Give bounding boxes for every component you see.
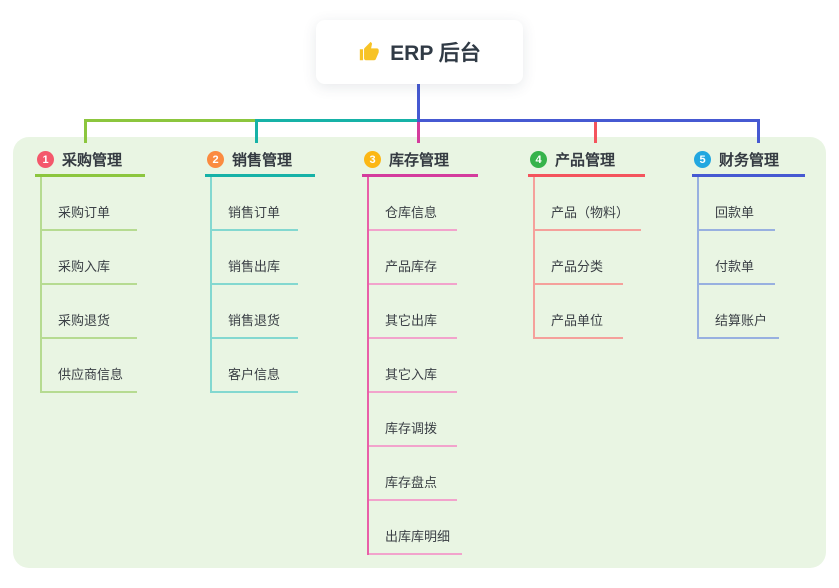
child-node-label: 产品单位 — [551, 313, 604, 328]
child-node[interactable]: 库存盘点 — [369, 447, 457, 501]
child-node[interactable]: 销售退货 — [212, 285, 298, 339]
thumbs-up-icon — [358, 41, 380, 63]
child-node-label: 其它出库 — [385, 313, 438, 328]
branch-label: 销售管理 — [232, 152, 293, 169]
child-node-label: 销售退货 — [228, 313, 281, 328]
child-node-label: 出库库明细 — [385, 529, 451, 544]
child-node[interactable]: 仓库信息 — [369, 177, 457, 231]
branch-node[interactable]: 3 库存管理 — [362, 145, 478, 177]
branch-children: 产品（物料） 产品分类产品单位 — [533, 177, 645, 339]
branch-children: 仓库信息产品库存其它出库其它入库库存调拨库存盘点出库库明细 — [367, 177, 478, 555]
branch-number-badge: 5 — [694, 151, 711, 168]
child-node-label: 产品分类 — [551, 259, 604, 274]
child-node-label: 客户信息 — [228, 367, 281, 382]
branch-children: 采购订单采购入库采购退货供应商信息 — [40, 177, 145, 393]
branch-node[interactable]: 1 采购管理 — [35, 145, 145, 177]
child-node[interactable]: 产品单位 — [535, 285, 623, 339]
top-rail-blue — [417, 119, 760, 122]
child-node-label: 付款单 — [715, 259, 755, 274]
child-node[interactable]: 销售出库 — [212, 231, 298, 285]
branch-销售管理: 2 销售管理 销售订单销售出库销售退货客户信息 — [205, 145, 315, 393]
branch-产品管理: 4 产品管理 产品（物料） 产品分类产品单位 — [528, 145, 645, 339]
child-node-label: 采购入库 — [58, 259, 111, 274]
branch-财务管理: 5 财务管理 回款单付款单结算账户 — [692, 145, 805, 339]
root-node-label: ERP 后台 — [390, 42, 481, 65]
top-rail-green — [84, 119, 258, 122]
child-node-label: 库存调拨 — [385, 421, 438, 436]
child-node[interactable]: 其它入库 — [369, 339, 457, 393]
child-node[interactable]: 采购入库 — [42, 231, 137, 285]
child-node[interactable]: 产品分类 — [535, 231, 623, 285]
drop-line-branch-3 — [417, 122, 420, 143]
root-node-erp[interactable]: ERP 后台 — [316, 20, 523, 84]
child-node[interactable]: 客户信息 — [212, 339, 298, 393]
branch-children: 销售订单销售出库销售退货客户信息 — [210, 177, 315, 393]
drop-line-branch-4 — [594, 122, 597, 143]
branch-number-badge: 3 — [364, 151, 381, 168]
child-node[interactable]: 结算账户 — [699, 285, 780, 339]
drop-line-branch-1 — [84, 119, 87, 143]
child-node[interactable]: 采购订单 — [42, 177, 137, 231]
branch-采购管理: 1 采购管理 采购订单采购入库采购退货供应商信息 — [35, 145, 145, 393]
branch-label: 财务管理 — [719, 152, 780, 169]
child-node[interactable]: 付款单 — [699, 231, 775, 285]
child-node[interactable]: 回款单 — [699, 177, 775, 231]
branch-number-badge: 4 — [530, 151, 547, 168]
drop-line-branch-5 — [757, 119, 760, 143]
branch-label: 产品管理 — [555, 152, 616, 169]
drop-line-branch-2 — [255, 119, 258, 143]
child-node[interactable]: 产品库存 — [369, 231, 457, 285]
branch-node[interactable]: 5 财务管理 — [692, 145, 805, 177]
child-node-label: 其它入库 — [385, 367, 438, 382]
branch-node[interactable]: 2 销售管理 — [205, 145, 315, 177]
branches-background-panel — [13, 137, 826, 568]
branch-label: 采购管理 — [62, 152, 123, 169]
child-node[interactable]: 其它出库 — [369, 285, 457, 339]
child-node[interactable]: 供应商信息 — [42, 339, 137, 393]
child-node-label: 仓库信息 — [385, 205, 438, 220]
branch-label: 库存管理 — [389, 152, 450, 169]
branch-children: 回款单付款单结算账户 — [697, 177, 805, 339]
child-node-label: 结算账户 — [715, 313, 768, 328]
branch-number-badge: 2 — [207, 151, 224, 168]
child-node[interactable]: 销售订单 — [212, 177, 298, 231]
child-node[interactable]: 产品（物料） — [535, 177, 642, 231]
child-node-label: 销售出库 — [228, 259, 281, 274]
child-node-label: 销售订单 — [228, 205, 281, 220]
child-node-label: 产品（物料） — [551, 205, 630, 220]
child-node[interactable]: 采购退货 — [42, 285, 137, 339]
child-node-label: 采购订单 — [58, 205, 111, 220]
child-node-label: 产品库存 — [385, 259, 438, 274]
branch-node[interactable]: 4 产品管理 — [528, 145, 645, 177]
top-rail-teal — [255, 119, 420, 122]
child-node-label: 库存盘点 — [385, 475, 438, 490]
child-node-label: 供应商信息 — [58, 367, 124, 382]
child-node-label: 采购退货 — [58, 313, 111, 328]
root-connector-line — [417, 83, 420, 122]
child-node-label: 回款单 — [715, 205, 755, 220]
child-node[interactable]: 库存调拨 — [369, 393, 457, 447]
branch-库存管理: 3 库存管理 仓库信息产品库存其它出库其它入库库存调拨库存盘点出库库明细 — [362, 145, 478, 555]
branch-number-badge: 1 — [37, 151, 54, 168]
child-node[interactable]: 出库库明细 — [369, 501, 463, 555]
